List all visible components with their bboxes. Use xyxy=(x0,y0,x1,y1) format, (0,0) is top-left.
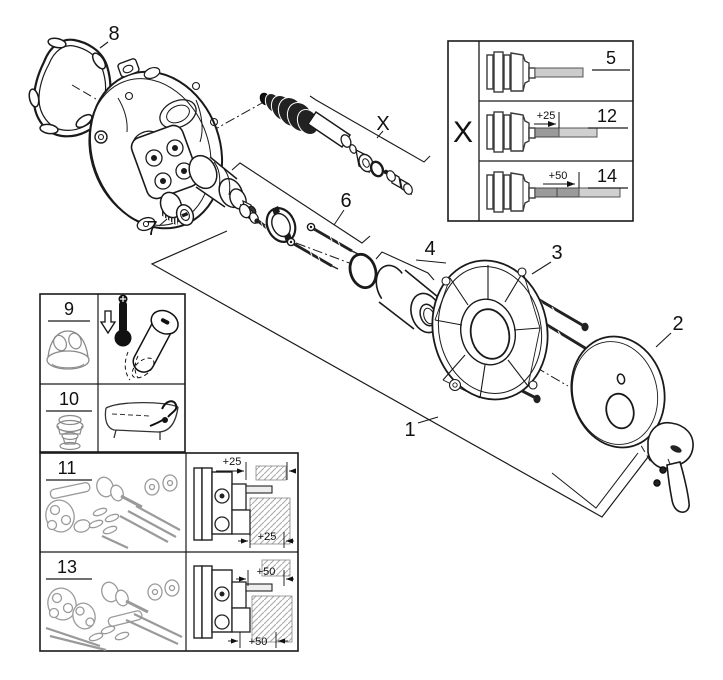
kit-row-13: 13 xyxy=(45,557,294,652)
mounting-plate-group xyxy=(431,259,595,404)
lever-handle xyxy=(647,421,694,513)
kit-parts-collage xyxy=(45,579,183,652)
variant-extension-dim: +50 xyxy=(549,170,568,182)
valve-body xyxy=(88,58,224,232)
kit-dim-top: +25 xyxy=(223,456,242,468)
label-gasket: 8 xyxy=(108,23,119,45)
spare-part-number: 10 xyxy=(59,389,79,409)
kit-dim-bottom: +25 xyxy=(258,531,277,543)
ring-screws xyxy=(286,222,359,270)
label-escutcheon: 2 xyxy=(672,313,683,335)
spare-cell-9: 9 xyxy=(46,299,90,370)
gasket xyxy=(28,37,112,138)
bracket-6 xyxy=(231,162,371,244)
variant-row-12: +25 12 xyxy=(486,106,628,153)
kit-install-diagram: +50 +50 xyxy=(193,559,294,648)
variant-box: X 5 +25 12 +50 14 xyxy=(447,40,634,222)
bathtub-pictogram xyxy=(104,400,179,440)
variant-column-label: X xyxy=(453,116,473,149)
part-labels: 8 7 X 6 4 3 2 1 xyxy=(99,23,684,441)
variant-row-5: 5 xyxy=(486,48,630,93)
variant-part-number: 12 xyxy=(597,106,617,126)
kits-box: 11 xyxy=(39,452,299,652)
spare-parts-box: 9 10 xyxy=(39,293,186,453)
kit-part-number: 13 xyxy=(57,557,77,577)
adapter-and-screw xyxy=(238,203,271,232)
label-sleeve-group: 4 xyxy=(424,238,435,260)
kit-parts-collage xyxy=(45,474,181,549)
variant-part-number: 14 xyxy=(597,166,617,186)
label-cartridge-group: 6 xyxy=(340,190,351,212)
kit-dim-top: +50 xyxy=(257,566,276,578)
variant-part-number: 5 xyxy=(606,48,616,68)
sleeve-group xyxy=(348,251,447,334)
temperature-limit-pictogram xyxy=(99,294,179,381)
spare-part-number: 9 xyxy=(64,299,74,319)
label-mounting-plate: 3 xyxy=(551,242,562,264)
mounting-ring xyxy=(265,206,297,243)
kit-install-diagram: +25 +25 xyxy=(193,456,297,548)
kit-part-number: 11 xyxy=(58,458,77,478)
kit-row-11: 11 xyxy=(45,456,297,549)
spare-cell-10: 10 xyxy=(46,389,92,451)
trim-outline xyxy=(150,230,659,518)
label-trim-unit: 1 xyxy=(404,419,415,441)
spindle-assembly xyxy=(259,92,431,196)
kit-dim-bottom: +50 xyxy=(249,636,268,648)
label-spindle-group: X xyxy=(376,113,389,135)
escutcheon xyxy=(570,335,666,449)
variant-extension-dim: +25 xyxy=(537,110,556,122)
label-plug: 7 xyxy=(146,218,157,240)
plug-cap xyxy=(159,191,195,226)
variant-row-14: +50 14 xyxy=(486,166,628,213)
